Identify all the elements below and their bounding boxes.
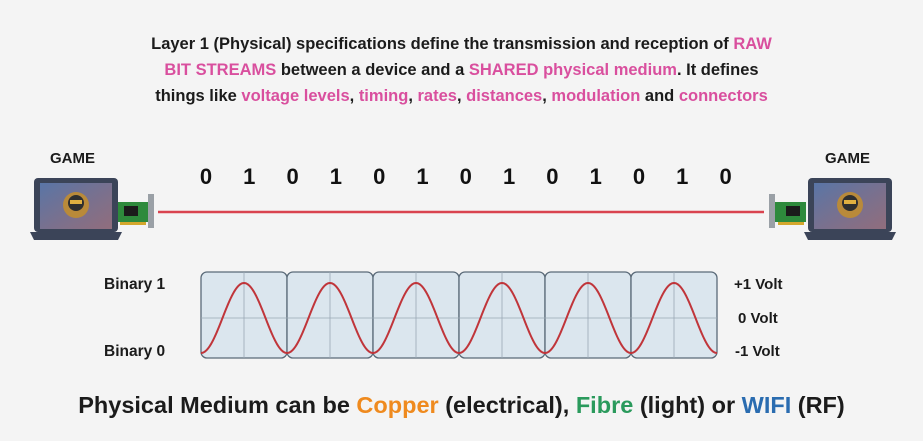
intro-modulation: modulation <box>551 87 641 105</box>
intro-part4: things like <box>155 87 242 105</box>
intro-shared: SHARED physical medium <box>468 61 677 79</box>
description-text: Layer 1 (Physical) specifications define… <box>80 31 843 109</box>
left-laptop-icon <box>30 178 122 240</box>
signal-wave-line <box>200 281 718 355</box>
volt-high-label: +1 Volt <box>734 276 783 293</box>
left-network-card-icon <box>118 194 154 228</box>
intro-raw: RAW <box>733 35 772 53</box>
volt-mid-label: 0 Volt <box>738 310 778 327</box>
bit-1: 1 <box>243 164 256 189</box>
binary-1-label: Binary 1 <box>104 276 166 293</box>
medium-summary: Physical Medium can be Copper (electrica… <box>0 392 923 419</box>
right-laptop-icon <box>804 178 896 240</box>
medium-copper: Copper <box>356 392 439 418</box>
intro-part1: Layer 1 (Physical) specifications define… <box>151 35 734 53</box>
footer-prefix: Physical Medium can be <box>78 392 357 418</box>
intro-part3: . It defines <box>676 61 759 79</box>
intro-sep: , <box>456 87 467 105</box>
footer-copper-desc: (electrical), <box>438 392 576 418</box>
bit-12: 0 <box>719 164 732 189</box>
bit-8: 0 <box>546 164 559 189</box>
intro-bitstreams: BIT STREAMS <box>164 61 277 79</box>
intro-rates: rates <box>417 87 457 105</box>
intro-sep: and <box>640 87 679 105</box>
intro-sep: , <box>542 87 552 105</box>
bit-2: 0 <box>286 164 299 189</box>
bit-4: 0 <box>373 164 386 189</box>
footer-fibre-desc: (light) or <box>633 392 742 418</box>
bit-10: 0 <box>632 164 646 189</box>
volt-low-label: -1 Volt <box>735 343 780 360</box>
signal-waveform <box>200 271 718 359</box>
bit-0: 0 <box>199 164 213 189</box>
medium-wifi: WIFI <box>741 392 792 418</box>
bit-3: 1 <box>329 164 343 189</box>
bit-stream: 0 1 0 1 0 1 0 1 0 1 0 1 0 <box>0 164 923 194</box>
intro-timing: timing <box>358 87 409 105</box>
medium-fibre: Fibre <box>575 392 634 418</box>
bit-6: 0 <box>459 164 472 189</box>
intro-voltage: voltage levels <box>241 87 350 105</box>
bit-11: 1 <box>676 164 689 189</box>
right-device-label: GAME <box>825 150 870 167</box>
intro-distances: distances <box>466 87 543 105</box>
intro-sep: , <box>349 87 359 105</box>
intro-part2: between a device and a <box>276 61 469 79</box>
intro-sep: , <box>408 87 418 105</box>
right-network-card-icon <box>769 194 806 228</box>
binary-0-label: Binary 0 <box>104 343 166 360</box>
bit-5: 1 <box>416 164 429 189</box>
footer-wifi-desc: (RF) <box>791 392 845 418</box>
bit-9: 1 <box>589 164 602 189</box>
left-device-label: GAME <box>50 150 95 167</box>
bit-7: 1 <box>502 164 516 189</box>
intro-connectors: connectors <box>678 87 768 105</box>
